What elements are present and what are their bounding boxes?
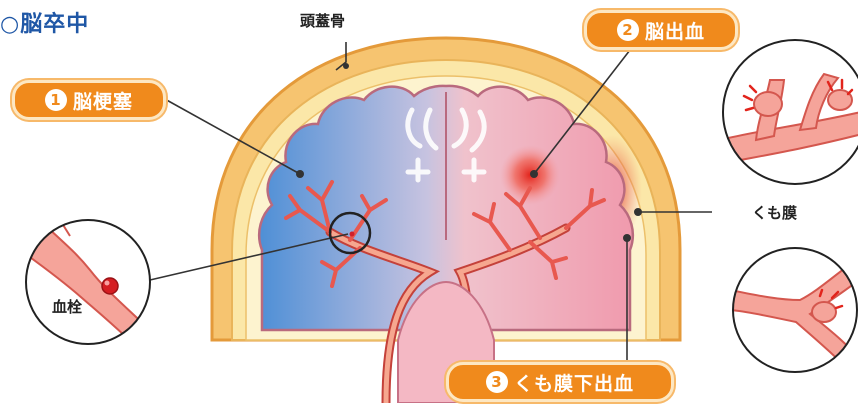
- thrombus-inset: [20, 220, 150, 360]
- badge-subarachnoid-hemorrhage: 3 くも膜下出血: [446, 362, 674, 402]
- aneurysm-inset: [720, 40, 858, 184]
- page-title: ○脳卒中: [0, 6, 89, 38]
- badge-cerebral-infarction: 1 脳梗塞: [12, 80, 166, 120]
- thrombus-label: 血栓: [52, 296, 82, 317]
- skull-label: 頭蓋骨: [300, 10, 345, 31]
- ruptured-aneurysm-inset: [730, 248, 858, 380]
- badge-text: 脳梗塞: [73, 87, 133, 114]
- arachnoid-label: くも膜: [752, 202, 797, 223]
- badge-text: くも膜下出血: [514, 369, 634, 396]
- badge-number: 1: [45, 89, 67, 111]
- badge-text: 脳出血: [645, 17, 705, 44]
- badge-cerebral-hemorrhage: 2 脳出血: [584, 10, 738, 50]
- badge-number: 3: [486, 371, 508, 393]
- badge-number: 2: [617, 19, 639, 41]
